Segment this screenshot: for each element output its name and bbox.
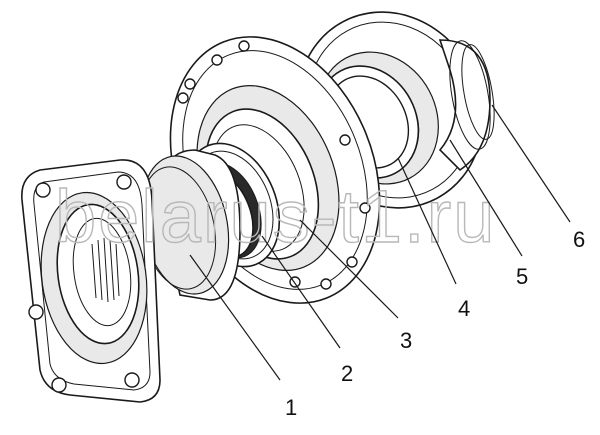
leader-lines <box>189 104 571 381</box>
needle-rollers <box>91 237 120 303</box>
callout-3: 3 <box>400 328 412 353</box>
square-flange-hub <box>21 149 241 403</box>
callout-2: 2 <box>341 361 353 386</box>
watermark-text: belarus-t1.ru <box>55 175 496 258</box>
callout-5: 5 <box>516 264 528 289</box>
callout-labels: 1 2 3 4 5 6 <box>285 227 585 420</box>
callout-4: 4 <box>458 296 470 321</box>
callout-6: 6 <box>573 227 585 252</box>
callout-1: 1 <box>285 395 297 420</box>
